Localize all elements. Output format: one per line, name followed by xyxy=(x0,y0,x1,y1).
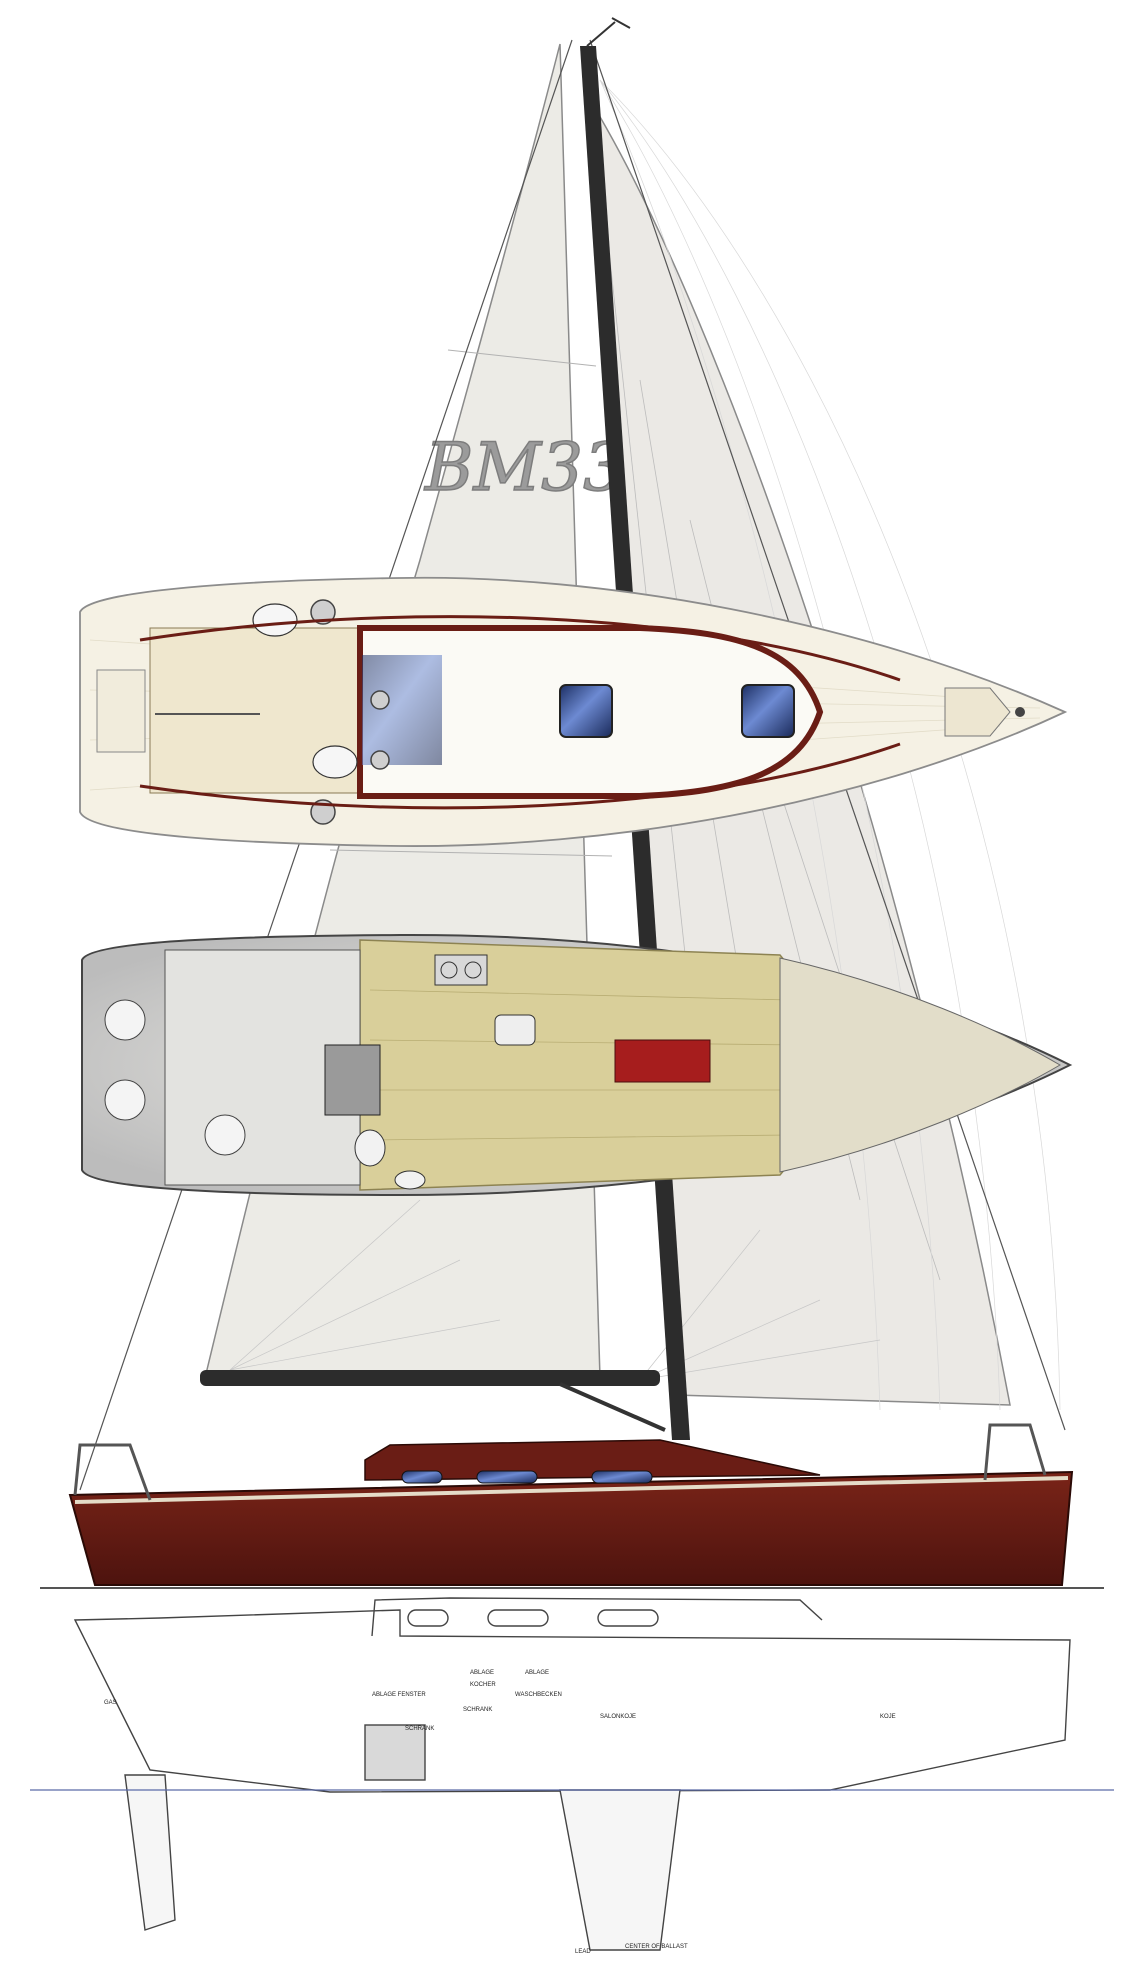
keel xyxy=(559,1789,681,1951)
interior-plan xyxy=(81,933,1073,1197)
section-label: SALONKOJE xyxy=(600,1714,636,1720)
section-label: ABLAGE xyxy=(525,1670,549,1676)
fender-icon xyxy=(104,1079,146,1121)
boom xyxy=(200,1370,660,1386)
section-label: KOJE xyxy=(880,1714,896,1720)
sail-insignia: BM33 xyxy=(424,429,625,506)
floor-planks xyxy=(369,989,801,1141)
cabin-window xyxy=(591,1470,653,1484)
stove-icon xyxy=(434,954,488,986)
section-label: GAS xyxy=(104,1700,117,1706)
section-window xyxy=(487,1609,549,1627)
engine-icon xyxy=(324,1044,381,1116)
technical-section xyxy=(30,1597,1114,1951)
helm-seat xyxy=(312,745,358,779)
saloon-floor xyxy=(359,939,811,1191)
hull-profile xyxy=(40,1423,1104,1589)
hatch-icon xyxy=(559,684,613,738)
section-label: KOCHER xyxy=(470,1682,496,1688)
fender-icon xyxy=(104,999,146,1041)
hull-side xyxy=(68,1470,1074,1586)
sink-icon xyxy=(394,1170,426,1190)
cabin-window xyxy=(476,1470,538,1484)
section-window xyxy=(407,1609,449,1627)
rails xyxy=(73,1423,1047,1501)
section-label: WASCHBECKEN xyxy=(515,1692,562,1698)
helm-seat xyxy=(252,603,298,637)
wind-vane-icon xyxy=(586,17,631,47)
fender-icon xyxy=(204,1114,246,1156)
winch-icon xyxy=(370,750,390,770)
anchor-roller-icon xyxy=(1015,707,1025,717)
cabin-top-section xyxy=(371,1597,823,1637)
section-label-group: ABLAGE KOCHER ABLAGE WASCHBECKEN SCHRANK… xyxy=(104,1670,896,1955)
section-label: CENTER OF BALLAST xyxy=(625,1944,688,1950)
section-label: SCHRANK xyxy=(463,1707,492,1713)
hatch-icon xyxy=(741,684,795,738)
section-label: ABLAGE xyxy=(470,1670,494,1676)
companionway xyxy=(362,655,442,765)
section-label: ABLAGE FENSTER xyxy=(372,1692,426,1698)
deck-plan xyxy=(79,576,1068,847)
toilet-icon xyxy=(354,1129,386,1167)
boom-vang xyxy=(559,1382,666,1432)
section-window xyxy=(597,1609,659,1627)
section-label: SCHRANK xyxy=(405,1726,434,1732)
section-engine xyxy=(364,1724,426,1781)
rudder xyxy=(124,1774,176,1931)
cabin-window xyxy=(401,1470,443,1484)
winch-icon xyxy=(310,599,336,625)
cabin-trunk xyxy=(364,1439,821,1481)
transom-locker xyxy=(96,669,146,753)
anchor-locker xyxy=(944,687,1011,737)
winch-icon xyxy=(370,690,390,710)
saloon-table xyxy=(614,1039,711,1083)
sink-icon xyxy=(494,1014,536,1046)
section-label: LEAD xyxy=(575,1949,591,1955)
forepeak-berth xyxy=(779,957,1061,1173)
section-hull xyxy=(73,1609,1071,1793)
